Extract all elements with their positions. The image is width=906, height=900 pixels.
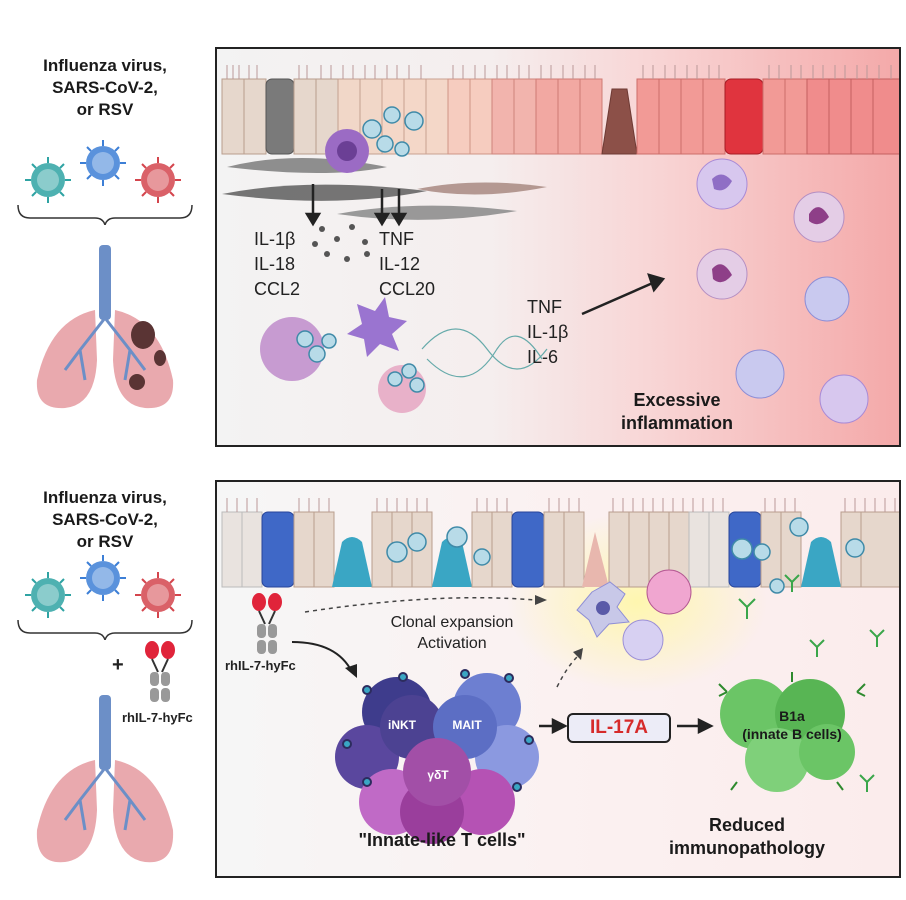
inflamed-lungs-icon (36, 245, 174, 409)
innate-t-cells-caption: "Innate-like T cells" (358, 830, 526, 850)
top-outcome-line-1: Excessive (633, 390, 721, 410)
b1a-line-1: B1a (779, 708, 805, 724)
top-outcome-line-2: inflammation (620, 413, 733, 433)
innate-t-cell-cluster (335, 669, 539, 844)
top-panel: IL-1β IL-18 CCL2 TNF IL-12 CCL20 TNF IL-… (215, 47, 901, 447)
cytokines-right: TNF IL-1β IL-6 (527, 295, 568, 370)
cytokine-dots (312, 224, 370, 262)
drug-to-tcells-arrow (291, 641, 353, 673)
cytokines-left: IL-1β IL-18 CCL2 (254, 227, 300, 302)
cytokines-mid: TNF IL-12 CCL20 (379, 227, 435, 302)
recruited-cells (576, 569, 692, 661)
drug-label-panel: rhIL-7-hyFc (225, 658, 296, 673)
top-virus-group (17, 139, 193, 225)
virus-cluster (362, 106, 424, 157)
cytokine-il1b: IL-1β (254, 229, 296, 249)
cytokine-ccl20: CCL20 (379, 279, 436, 299)
infected-immune-cells (260, 297, 426, 413)
teal-virus-icon (24, 156, 72, 204)
antibody-icons (738, 574, 885, 792)
top-virus-label: Influenza virus, SARS-CoV-2, or RSV (15, 55, 195, 121)
process-line-1: Clonal expansion (390, 614, 514, 631)
fibroblast-layer (222, 158, 547, 220)
bottom-outcome-line-2: immunopathology (669, 838, 825, 858)
bottom-epithelium (221, 498, 899, 844)
epithelial-cell-row (221, 65, 899, 155)
bottom-virus-label-line-2: SARS-CoV-2, (52, 510, 158, 529)
cytokine-tnf-2: TNF (527, 297, 562, 317)
bottom-outcome-label: Reduced immunopathology (647, 814, 847, 860)
cytokine-il12: IL-12 (379, 254, 421, 274)
blue-virus-icon (79, 139, 127, 187)
bottom-virus-label-line-3: or RSV (76, 532, 134, 551)
cytokine-il18: IL-18 (254, 254, 296, 274)
tcells-to-il17-arrow (539, 717, 568, 735)
dashed-arrow-top (304, 596, 536, 613)
il17a-box: IL-17A (567, 713, 671, 743)
bottom-virus-label-line-1: Influenza virus, (43, 488, 167, 507)
healthy-lungs-icon (36, 695, 174, 863)
virus-cluster (386, 517, 865, 594)
inflammation-arrow (581, 273, 666, 316)
process-label: Clonal expansion Activation (357, 612, 547, 654)
net-strand (421, 328, 548, 378)
mait-label: MAIT (452, 718, 482, 732)
brace (17, 619, 193, 640)
bottom-virus-label: Influenza virus, SARS-CoV-2, or RSV (15, 487, 195, 553)
rhil7-hyfc-panel-icon (252, 593, 282, 654)
top-virus-label-line-3: or RSV (76, 100, 134, 119)
cytokine-il6: IL-6 (527, 347, 559, 367)
il17-to-b1a-arrow (677, 717, 714, 735)
cytokine-il1b-2: IL-1β (527, 322, 569, 342)
red-virus-icon (134, 156, 182, 204)
bottom-virus-group (17, 554, 193, 640)
macrophage-icon (325, 129, 369, 173)
down-arrows (304, 184, 408, 227)
blue-virus-icon (79, 554, 127, 602)
plus-sign: + (112, 654, 124, 676)
teal-virus-icon (24, 571, 72, 619)
bottom-outcome-line-1: Reduced (708, 815, 786, 835)
top-virus-label-line-1: Influenza virus, (43, 56, 167, 75)
bottom-panel: rhIL-7-hyFc Clonal expansion Activation … (215, 480, 901, 878)
b1a-line-2: (innate B cells) (742, 726, 842, 742)
b1a-cell-cluster (718, 672, 866, 792)
top-epithelium (221, 65, 899, 424)
inkt-label: iNKT (388, 718, 416, 732)
gdt-label: γδT (427, 768, 449, 782)
process-line-2: Activation (417, 635, 487, 652)
cytokine-tnf: TNF (379, 229, 414, 249)
top-virus-label-line-2: SARS-CoV-2, (52, 78, 158, 97)
b1a-label: B1a (innate B cells) (722, 707, 862, 743)
brace (17, 204, 193, 225)
dashed-arrow-up (556, 656, 578, 688)
recruited-cells (696, 158, 869, 424)
red-virus-icon (134, 571, 182, 619)
cytokine-ccl2: CCL2 (254, 279, 301, 299)
epithelial-cell-row (221, 498, 899, 588)
dashed-arrow-up-head (573, 648, 583, 660)
top-outcome-label: Excessive inflammation (587, 389, 767, 435)
rhil7-hyfc-icon (145, 641, 175, 702)
dashed-arrow-top-head (535, 595, 547, 605)
drug-label-left: rhIL-7-hyFc (122, 710, 193, 725)
